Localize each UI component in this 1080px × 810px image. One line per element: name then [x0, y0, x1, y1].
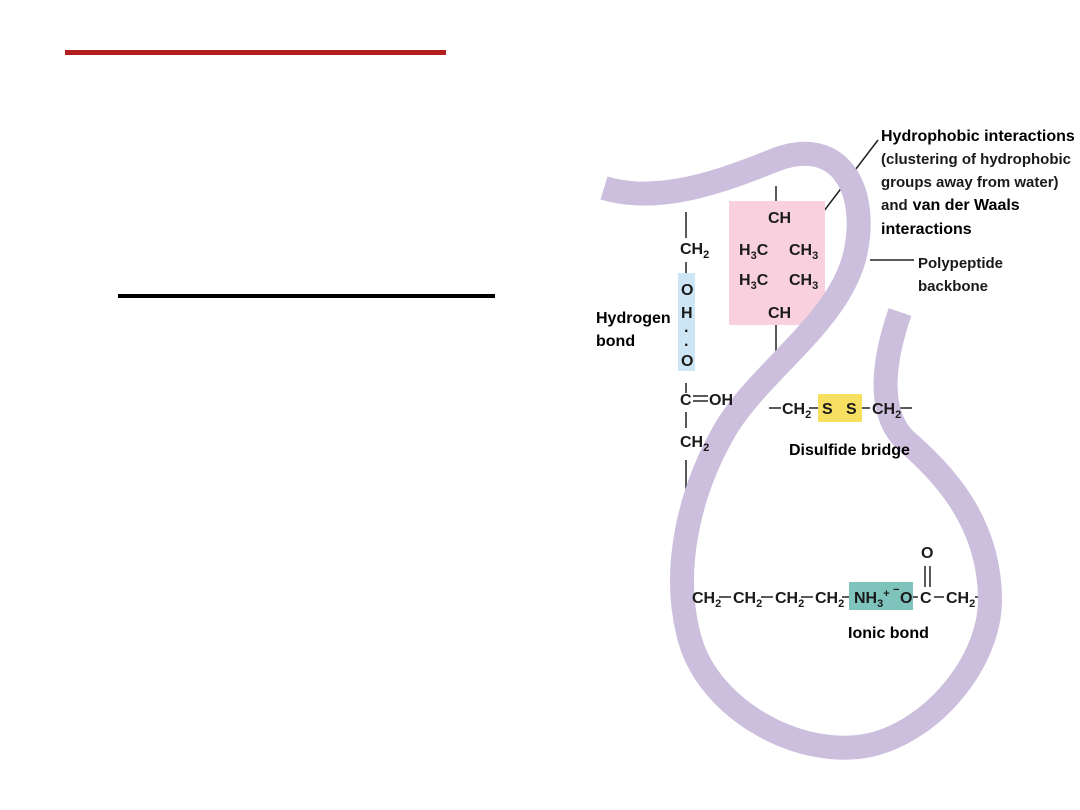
ammonium: NH3+ [854, 588, 890, 610]
ring-ch3-lower: CH3 [789, 272, 818, 292]
ch2-upper: CH2 [680, 241, 709, 261]
ionic-ch2-3: CH2 [775, 590, 804, 610]
hydrogen-bond-label-2: bond [596, 333, 635, 350]
hbond-dot-2: · [684, 337, 689, 354]
hydrophobic-desc-1: (clustering of hydrophobic [881, 151, 1071, 168]
ionic-ch2-2: CH2 [733, 590, 762, 610]
ring-h3c-upper: H3C [739, 242, 769, 262]
carboxylate-o: O [900, 590, 912, 607]
accent-rule [65, 50, 446, 55]
divider-rule [118, 294, 495, 298]
hydrophobic-title: Hydrophobic interactions [881, 128, 1075, 145]
ch2-lower: CH2 [680, 434, 709, 454]
sulfur-2: S [846, 401, 857, 418]
disulfide-bridge-label: Disulfide bridge [789, 442, 910, 459]
carboxylate-c: C [920, 590, 932, 607]
hbond-h: H [681, 305, 693, 322]
ring-ch3-upper: CH3 [789, 242, 818, 262]
carboxyl-c: C [680, 392, 692, 409]
hydrogen-bond-label-1: Hydrogen [596, 310, 671, 327]
ionic-bond-label: Ionic bond [848, 625, 929, 642]
ring-h3c-lower: H3C [739, 272, 769, 292]
polypeptide-label-1: Polypeptide [918, 255, 1003, 272]
hbond-o-lower: O [681, 353, 693, 370]
ionic-ch2-1: CH2 [692, 590, 721, 610]
carbonyl-o: O [921, 545, 933, 562]
ionic-ch2-4: CH2 [815, 590, 844, 610]
hbond-o-upper: O [681, 282, 693, 299]
ring-ch-bottom: CH [768, 305, 791, 322]
ring-ch-top: CH [768, 210, 791, 227]
hbond-dot-1: · [684, 323, 689, 340]
carboxyl-oh: OH [709, 392, 733, 409]
disulfide-bond-box [818, 394, 862, 422]
polypeptide-label-2: backbone [918, 278, 988, 295]
hydrogen-bond-box [678, 273, 695, 371]
disulfide-ch2-left: CH2 [782, 401, 811, 421]
polypeptide-backbone [600, 141, 1003, 760]
hydrophobic-desc-2: groups away from water) [881, 174, 1059, 191]
sulfur-1: S [822, 401, 833, 418]
disulfide-ch2-right: CH2 [872, 401, 901, 421]
ionic-bond-box [849, 582, 913, 610]
carboxylate-minus: − [893, 584, 899, 596]
ionic-ch2-5: CH2 [946, 590, 975, 610]
hydrophobic-interaction-box [729, 201, 825, 325]
interactions-label: interactions [881, 221, 972, 238]
